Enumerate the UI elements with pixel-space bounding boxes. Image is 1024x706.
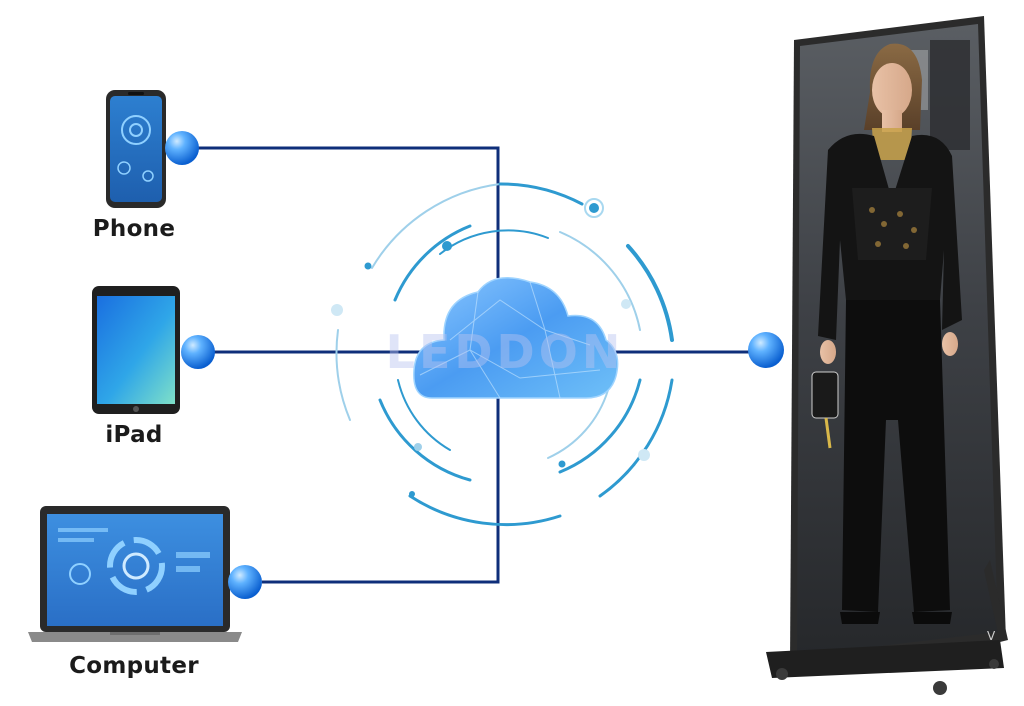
display-corner-mark: V <box>987 629 996 643</box>
ipad-icon <box>92 286 180 414</box>
connector-lines <box>198 146 750 584</box>
ring-dots <box>331 198 650 497</box>
cloud-icon <box>413 277 619 399</box>
model-photo <box>811 43 962 624</box>
computer-icon <box>28 506 242 642</box>
phone-node <box>165 131 199 165</box>
computer-connector <box>262 398 500 584</box>
phone-label: Phone <box>92 216 176 242</box>
computer-label: Computer <box>69 653 199 679</box>
watermark-text: LEDDON <box>386 325 625 379</box>
signal-rings <box>335 182 674 527</box>
computer-node <box>228 565 262 599</box>
phone-icon <box>106 90 166 208</box>
led-poster-display: V <box>766 16 1008 695</box>
phone-connector <box>198 146 500 278</box>
ipad-label: iPad <box>105 422 163 448</box>
display-node <box>748 332 784 368</box>
ipad-node <box>181 335 215 369</box>
connection-nodes <box>165 131 784 599</box>
